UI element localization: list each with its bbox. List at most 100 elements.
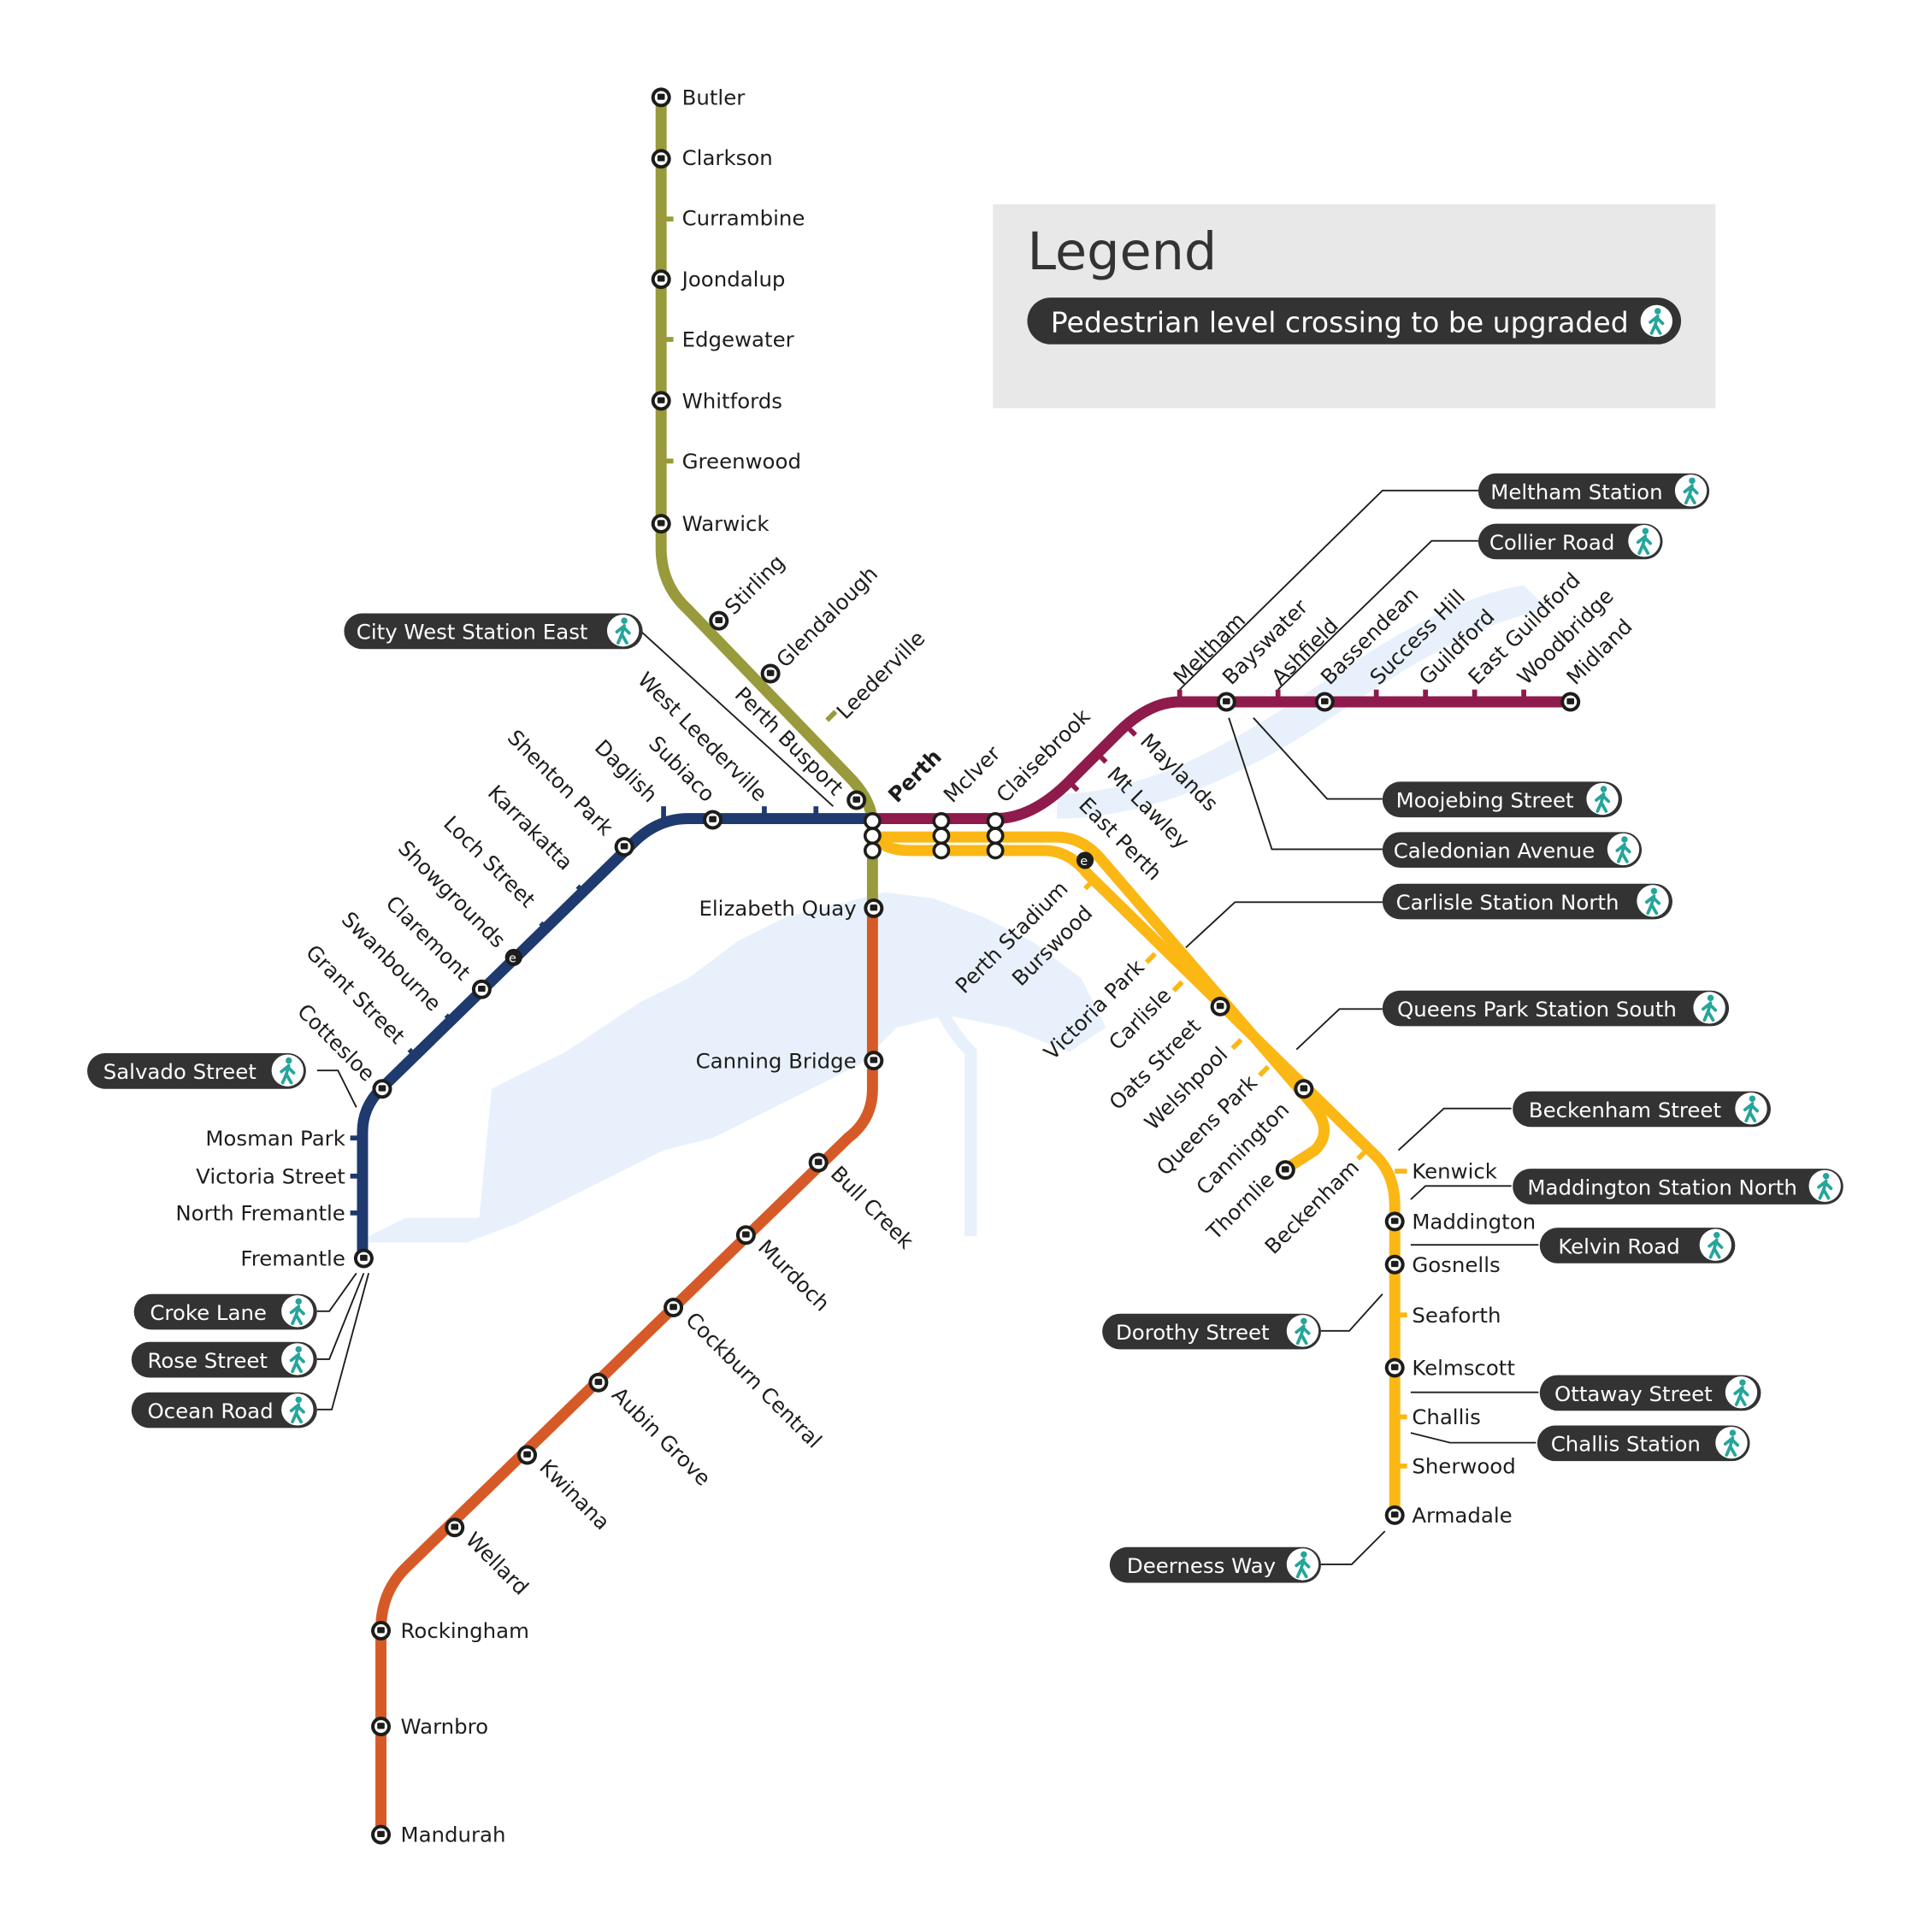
svg-text:Deerness Way: Deerness Way (1127, 1553, 1276, 1578)
svg-text:Queens Park Station South: Queens Park Station South (1397, 997, 1677, 1022)
crossing-challis-station: Challis Station (1537, 1425, 1750, 1462)
station-icon (846, 790, 867, 810)
pedestrian-icon (280, 1341, 316, 1377)
svg-text:Challis Station: Challis Station (1551, 1432, 1701, 1457)
svg-text:Ocean Road: Ocean Road (147, 1399, 273, 1423)
pedestrian-icon (1723, 1375, 1760, 1411)
freight-line (858, 935, 977, 1237)
station-icon (353, 1248, 374, 1269)
station-label-mandurah: Mandurah (401, 1823, 506, 1847)
station-icon (664, 1298, 684, 1318)
pedestrian-icon (269, 1052, 305, 1088)
svg-text:Maddington Station North: Maddington Station North (1527, 1175, 1796, 1199)
yanchep-line (655, 91, 878, 914)
station-label-mosman-park: Mosman Park (205, 1126, 345, 1151)
pedestrian-icon (1714, 1425, 1749, 1461)
svg-text:e: e (1080, 855, 1088, 869)
station-icon (371, 1824, 392, 1845)
crossing-beckenham-street: Beckenham Street (1513, 1091, 1771, 1128)
svg-text:City West Station East: City West Station East (357, 620, 588, 645)
station-icon (471, 979, 492, 999)
station-label-elizabeth-quay: Elizabeth Quay (699, 896, 856, 921)
station-icon (1210, 996, 1230, 1016)
station-icon (372, 1079, 392, 1099)
station-label-armadale: Armadale (1412, 1503, 1512, 1528)
crossing-carlisle-station-north: Carlisle Station North (1382, 883, 1673, 920)
station-label-beckenham: Beckenham (1259, 1155, 1364, 1259)
station-icon (1294, 1079, 1314, 1099)
station-icon (651, 87, 671, 108)
crossing-queens-park-station-south: Queens Park Station South (1382, 990, 1730, 1027)
station-label-warnbro: Warnbro (401, 1714, 489, 1739)
pedestrian-icon (1284, 1313, 1320, 1349)
svg-text:Collier Road: Collier Road (1489, 530, 1614, 555)
station-icon (371, 1717, 392, 1737)
legend: Legend Pedestrian level crossing to be u… (993, 203, 1716, 409)
station-label-glendalough: Glendalough (771, 561, 882, 672)
legend-pill (1027, 297, 1682, 345)
svg-text:Carlisle Station North: Carlisle Station North (1396, 890, 1619, 915)
crossing-ocean-road: Ocean Road (131, 1392, 317, 1428)
station-label-north-fremantle: North Fremantle (175, 1200, 345, 1225)
crossing-kelvin-road: Kelvin Road (1539, 1227, 1736, 1263)
svg-text:Croke Lane: Croke Lane (150, 1300, 267, 1325)
pedestrian-icon (1807, 1168, 1843, 1204)
station-icon (1384, 1211, 1405, 1232)
station-label-kwinana: Kwinana (534, 1455, 615, 1535)
station-label-victoria-street: Victoria Street (196, 1163, 345, 1188)
station-label-rockingham: Rockingham (401, 1618, 529, 1643)
svg-text:Salvado Street: Salvado Street (103, 1059, 257, 1084)
station-label-perth: Perth (883, 745, 947, 808)
svg-text:Rose Street: Rose Street (147, 1348, 268, 1373)
crossing-pills: Meltham Station Collier Road City West S… (87, 473, 1843, 1583)
armadale-line (869, 831, 1401, 1521)
station-label-maddington: Maddington (1412, 1210, 1536, 1234)
crossing-salvado-street: Salvado Street (87, 1052, 306, 1089)
pedestrian-icon (280, 1293, 316, 1329)
station-label-kenwick: Kenwick (1412, 1159, 1497, 1184)
station-label-butler: Butler (682, 85, 746, 110)
station-label-cockburn-central: Cockburn Central (681, 1307, 827, 1453)
station-label-wellard: Wellard (461, 1527, 534, 1599)
pedestrian-icon (605, 613, 641, 649)
crossing-maddington-station-north: Maddington Station North (1513, 1168, 1843, 1205)
station-icon (1314, 692, 1335, 712)
station-label-aubin-grove: Aubin Grove (607, 1382, 716, 1491)
svg-text:Kelvin Road: Kelvin Road (1558, 1234, 1679, 1258)
station-icon (1216, 692, 1236, 712)
station-label-edgewater: Edgewater (682, 327, 795, 352)
mandurah-line (375, 902, 878, 1841)
pedestrian-icon (1673, 473, 1709, 509)
rotated-labels-down: Perth Busport West Leederville Subiaco D… (292, 667, 1223, 1599)
station-label-gosnells: Gosnells (1412, 1252, 1500, 1277)
thornlie-line (869, 831, 1330, 1176)
station-label-currambine: Currambine (682, 205, 805, 230)
station-icon (651, 514, 671, 534)
station-label-joondalup: Joondalup (681, 267, 786, 292)
pedestrian-icon (1691, 990, 1727, 1026)
station-icon (445, 1517, 465, 1538)
svg-text:Meltham Station: Meltham Station (1490, 480, 1662, 504)
crossing-deerness-way: Deerness Way (1109, 1546, 1321, 1583)
crossing-dorothy-street: Dorothy Street (1102, 1313, 1321, 1350)
station-icon (651, 149, 671, 169)
station-label-warwick: Warwick (682, 511, 770, 536)
station-label-mciver: McIver (939, 740, 1006, 808)
station-label-seaforth: Seaforth (1412, 1303, 1501, 1328)
station-label-challis: Challis (1412, 1405, 1481, 1429)
pedestrian-icon (1605, 831, 1642, 868)
station-icon (1384, 1254, 1405, 1275)
station-label-sherwood: Sherwood (1412, 1454, 1515, 1479)
station-icon (709, 610, 729, 631)
station-label-whitfords: Whitfords (682, 389, 782, 414)
station-label-queens-park: Queens Park (1152, 1069, 1263, 1181)
crossing-city-west-station-east: City West Station East (344, 613, 643, 650)
station-icon (651, 391, 671, 411)
svg-text:Moojebing Street: Moojebing Street (1396, 788, 1574, 813)
station-label-leederville: Leederville (832, 626, 930, 724)
station-icon (703, 810, 723, 830)
pedestrian-icon (1626, 523, 1662, 559)
station-icon (517, 1445, 538, 1465)
legend-title: Legend (1027, 222, 1217, 282)
